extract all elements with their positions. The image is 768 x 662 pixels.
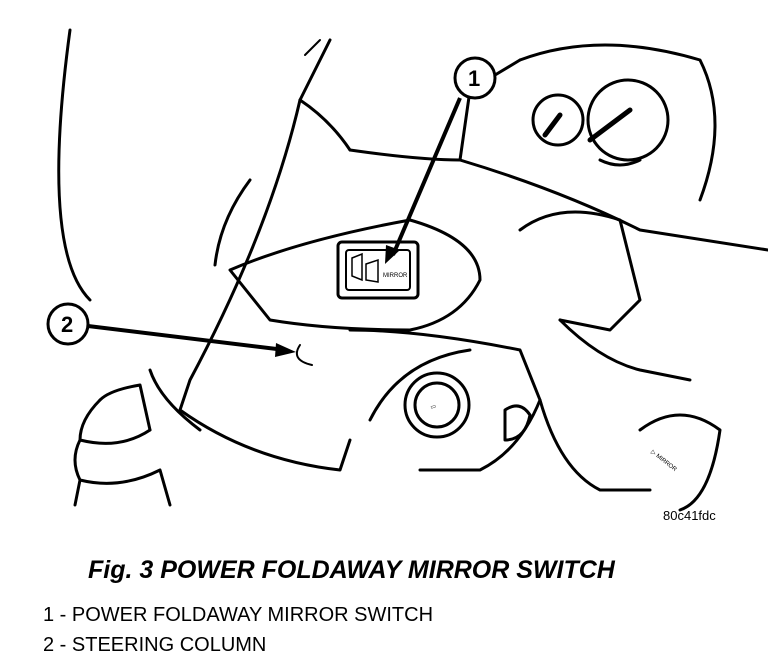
gauge-right (586, 78, 670, 162)
gauge-left (531, 93, 585, 147)
steering-column-shroud (178, 98, 352, 472)
switch-label: MIRROR (383, 273, 408, 279)
mirror-knob-label: ▷ MIRROR (650, 449, 678, 473)
mirror-knob-housing (638, 413, 722, 512)
callout-2: 2 (46, 302, 296, 357)
door-edge-line (57, 28, 92, 302)
figure-title: Fig. 3 POWER FOLDAWAY MIRROR SWITCH (88, 556, 615, 584)
dash-upper-line (458, 158, 768, 252)
switch-bezel (228, 218, 482, 332)
legend-item: 2 - STEERING COLUMN (43, 634, 267, 656)
legend: 1 - POWER FOLDAWAY MIRROR SWITCH 2 - STE… (43, 600, 433, 660)
key-head (503, 404, 532, 442)
callout-1-number: 1 (468, 66, 480, 91)
ignition-label: ▭ (430, 403, 438, 411)
legend-item: 1 - POWER FOLDAWAY MIRROR SWITCH (43, 604, 434, 626)
ignition-cylinder (403, 371, 471, 439)
steering-boot (73, 398, 172, 507)
reference-code: 80c41fdc (663, 508, 716, 523)
steering-column-illustration: MIRROR ▭ ▷ MIRROR 1 2 (46, 28, 768, 512)
callout-2-number: 2 (61, 312, 73, 337)
mirror-switch: MIRROR (336, 240, 420, 300)
callout-1: 1 (385, 56, 497, 264)
